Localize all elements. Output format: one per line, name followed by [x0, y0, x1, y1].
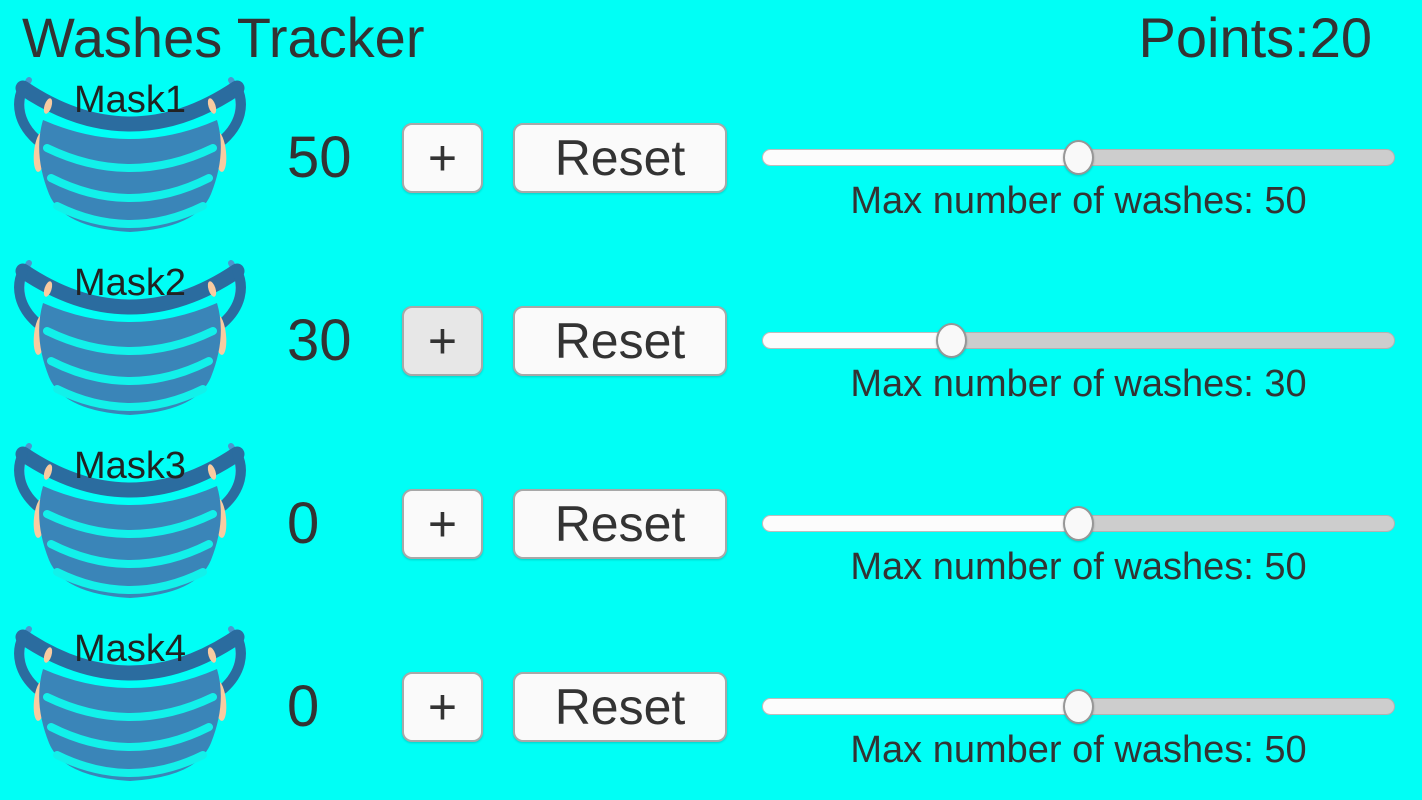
wash-count: 30: [287, 308, 352, 373]
slider-fill: [762, 332, 952, 349]
reset-button[interactable]: Reset: [513, 672, 727, 742]
mask-row: Mask4 0 + Reset Max number of washes: 50: [0, 617, 1422, 800]
mask-icon: [14, 443, 246, 598]
wash-count: 50: [287, 125, 352, 190]
points-value: 20: [1309, 6, 1372, 69]
max-washes-label: Max number of washes: 30: [850, 363, 1307, 405]
slider-fill: [762, 515, 1079, 532]
max-washes-slider[interactable]: [762, 138, 1395, 176]
points-label: Points:: [1138, 6, 1310, 69]
max-washes-slider[interactable]: [762, 504, 1395, 542]
increment-button[interactable]: +: [402, 123, 483, 193]
mask-label: Mask3: [74, 445, 186, 487]
slider-thumb[interactable]: [1062, 140, 1094, 175]
wash-count: 0: [287, 674, 320, 739]
slider-thumb[interactable]: [935, 323, 967, 358]
reset-button[interactable]: Reset: [513, 306, 727, 376]
mask-row: Mask2 30 + Reset Max number of washes: 3…: [0, 251, 1422, 434]
reset-button[interactable]: Reset: [513, 123, 727, 193]
max-washes-slider[interactable]: [762, 321, 1395, 359]
max-washes-label: Max number of washes: 50: [850, 546, 1307, 588]
mask-row: Mask1 50 + Reset Max number of washes: 5…: [0, 68, 1422, 251]
slider-fill: [762, 698, 1079, 715]
mask-label: Mask1: [74, 79, 186, 121]
mask-icon: [14, 77, 246, 232]
mask-icon: Mask4: [14, 625, 246, 797]
reset-button[interactable]: Reset: [513, 489, 727, 559]
slider-fill: [762, 149, 1079, 166]
increment-button[interactable]: +: [402, 672, 483, 742]
mask-icon: Mask2: [14, 259, 246, 431]
mask-icon: [14, 626, 246, 781]
mask-icon: Mask1: [14, 76, 246, 248]
max-washes-slider[interactable]: [762, 687, 1395, 725]
increment-button[interactable]: +: [402, 489, 483, 559]
mask-icon: Mask3: [14, 442, 246, 614]
increment-button[interactable]: +: [402, 306, 483, 376]
mask-label: Mask4: [74, 628, 186, 670]
max-washes-label: Max number of washes: 50: [850, 180, 1307, 222]
slider-thumb[interactable]: [1062, 689, 1094, 724]
mask-label: Mask2: [74, 262, 186, 304]
wash-count: 0: [287, 491, 320, 556]
mask-row: Mask3 0 + Reset Max number of washes: 50: [0, 434, 1422, 617]
slider-thumb[interactable]: [1062, 506, 1094, 541]
app-title: Washes Tracker: [22, 6, 425, 69]
points-display: Points:20: [1139, 4, 1373, 72]
mask-icon: [14, 260, 246, 415]
max-washes-label: Max number of washes: 50: [850, 729, 1307, 771]
